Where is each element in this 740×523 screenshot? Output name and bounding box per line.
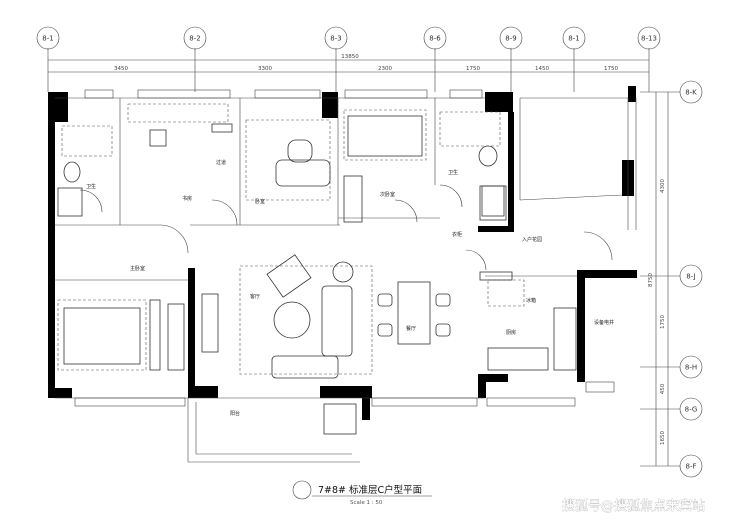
room-label-master-bedroom: 主卧室 xyxy=(130,265,145,272)
axis-label: 8-3 xyxy=(330,35,341,43)
axis-bubble xyxy=(679,397,703,421)
walls xyxy=(48,86,637,463)
axis-bubble xyxy=(562,26,586,50)
axis-bubble xyxy=(679,454,703,478)
axis-label: 8-9 xyxy=(505,35,516,43)
axis-bubble xyxy=(324,26,348,50)
axis-label: 8-K xyxy=(685,89,697,97)
dining-table xyxy=(397,281,431,345)
axis-right-group: 8-K 8-J 8-H 8-G 8-F 4300 1750 450 1650 8… xyxy=(640,80,703,478)
room-label-living-room: 客厅 xyxy=(250,293,260,300)
axis-bubble xyxy=(679,355,703,379)
dimension-label: 450 xyxy=(660,383,666,394)
axis-label: 8-J xyxy=(686,273,695,281)
windows xyxy=(74,89,615,407)
dimension-label: 1450 xyxy=(535,66,549,72)
dimension-label: 3450 xyxy=(114,66,128,72)
axis-label: 8-1 xyxy=(568,35,579,43)
axis-bubble xyxy=(637,26,661,50)
title-bubble xyxy=(292,480,312,500)
room-label-dining-room: 餐厅 xyxy=(406,325,416,332)
watermark: 搜狐号@搜狐焦点宋宾站 xyxy=(562,498,705,514)
title-block: 7#8# 标准层C户型平面 Scale 1 : 50 xyxy=(292,480,432,506)
axis-bubble xyxy=(183,26,207,50)
dimension-total: 13850 xyxy=(341,54,359,60)
drawing-title: 7#8# 标准层C户型平面 xyxy=(318,484,422,496)
axis-bubble xyxy=(36,26,60,50)
coffee-table xyxy=(273,301,311,339)
axis-top-group: 8-1 8-2 8-3 8-6 8-9 8-1 8-13 xyxy=(36,26,661,92)
dimension-label: 1750 xyxy=(604,66,618,72)
dimension-total: 8750 xyxy=(648,273,654,287)
axis-label: 8-1 xyxy=(42,35,53,43)
dimension-top-group: 13850 3450 3300 2300 1750 1450 1750 xyxy=(48,54,649,73)
master-wardrobe xyxy=(167,303,185,371)
room-label-bedroom: 卧室 xyxy=(255,198,265,205)
tv-cabinet xyxy=(201,293,219,353)
dimension-label: 4300 xyxy=(660,179,666,193)
room-label-entrance: 入户花园 xyxy=(522,236,542,243)
room-label-balcony: 阳台 xyxy=(230,410,240,417)
room-label-fridge: 冰箱 xyxy=(526,297,536,304)
room-label-equipment: 设备电井 xyxy=(594,319,614,326)
room-label-study: 书房 xyxy=(182,195,192,202)
room-labels: 过道 书房 卧室 次卧室 卫生 卫生 主卧室 客厅 餐厅 厨房 衣柜 入户花园 … xyxy=(86,159,614,417)
sofa xyxy=(321,285,353,357)
room-label-corridor: 过道 xyxy=(216,159,226,166)
axis-label: 8-F xyxy=(685,463,696,471)
axis-label: 8-13 xyxy=(641,35,657,43)
dimension-label: 1650 xyxy=(660,431,666,445)
axis-bubble xyxy=(499,26,523,50)
axis-label: 8-G xyxy=(685,406,698,414)
dimension-label: 1750 xyxy=(660,315,666,329)
dimension-label: 2300 xyxy=(378,66,392,72)
master-bed xyxy=(57,299,147,371)
room-label-second-bedroom: 次卧室 xyxy=(380,191,395,198)
room-label-bathroom-left: 卫生 xyxy=(86,183,96,190)
furniture xyxy=(57,103,577,435)
axis-bubble xyxy=(679,264,703,288)
room-label-kitchen: 厨房 xyxy=(506,329,516,336)
dimension-label: 1750 xyxy=(466,66,480,72)
axis-label: 8-6 xyxy=(429,35,441,43)
axis-bubble xyxy=(679,80,703,104)
axis-bubble xyxy=(423,26,447,50)
axis-label: 8-H xyxy=(685,364,697,372)
room-label-bathroom-right: 卫生 xyxy=(448,169,458,176)
dimension-label: 3300 xyxy=(258,66,272,72)
doors xyxy=(79,184,613,271)
room-label-wardrobe: 衣柜 xyxy=(452,231,462,238)
axis-label: 8-2 xyxy=(189,35,200,43)
drawing-scale: Scale 1 : 50 xyxy=(350,500,383,506)
